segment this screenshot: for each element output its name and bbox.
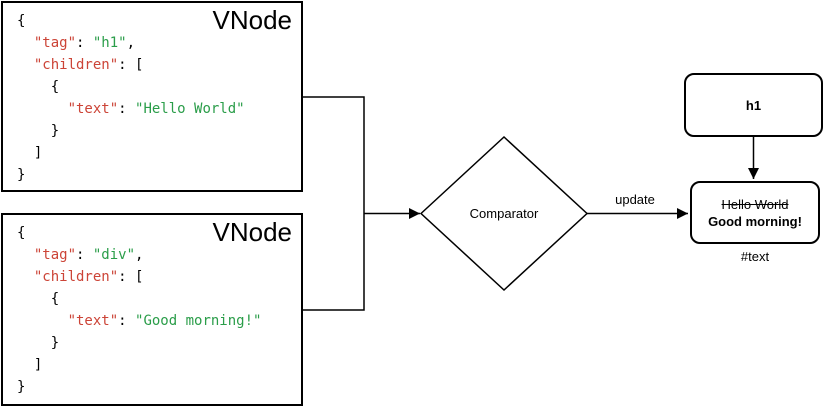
- vnode-card-title: VNode: [212, 5, 293, 35]
- comparator-diamond: [419, 135, 589, 292]
- dom-node-h1: h1: [684, 73, 823, 137]
- dom-node-text: Hello World Good morning!: [690, 181, 820, 244]
- vnode-card-old: VNode { "tag": "h1", "children": [ { "te…: [1, 1, 303, 192]
- vnode-json-code-old: { "tag": "h1", "children": [ { "text": "…: [17, 13, 245, 183]
- vnode-card-new: VNode { "tag": "div", "children": [ { "t…: [1, 213, 303, 406]
- text-node-caption: #text: [740, 249, 770, 264]
- old-text-strikethrough: Hello World: [721, 196, 789, 212]
- h1-node-label: h1: [745, 97, 762, 113]
- merge-bracket-connector: [303, 96, 365, 311]
- vnode-card-title: VNode: [212, 217, 293, 247]
- new-text: Good morning!: [708, 213, 802, 229]
- comparator-label: Comparator: [469, 206, 539, 221]
- vnode-json-code-new: { "tag": "div", "children": [ { "text": …: [17, 225, 262, 395]
- update-edge-label: update: [589, 192, 681, 207]
